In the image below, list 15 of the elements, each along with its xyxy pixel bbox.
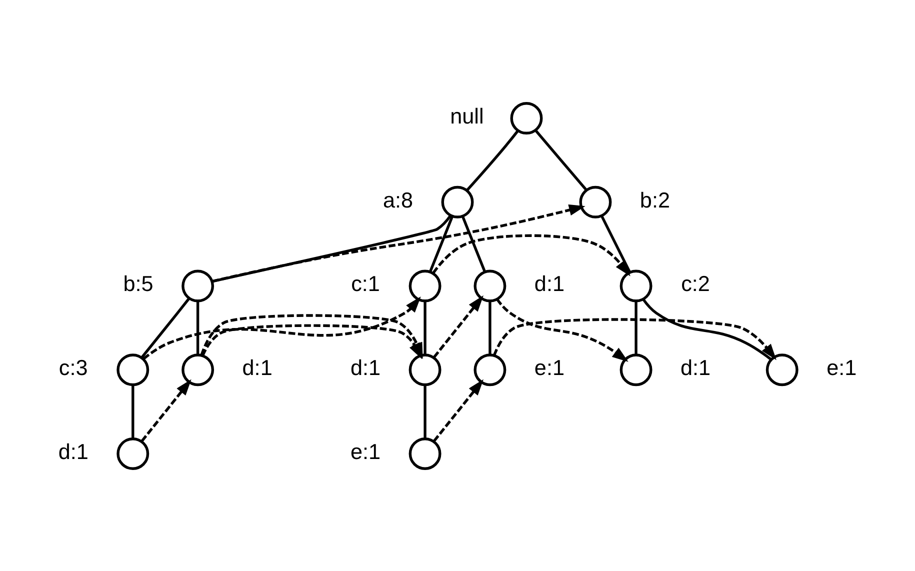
node-label: d:1	[680, 354, 711, 380]
node-label: d:1	[350, 354, 381, 380]
node-label: d:1	[58, 438, 88, 464]
node-label: d:1	[242, 354, 272, 380]
node-label: null	[450, 102, 484, 128]
node-label: c:3	[58, 354, 88, 380]
node-label: c:1	[351, 270, 380, 296]
node-label: d:1	[534, 270, 565, 296]
node-label: c:2	[681, 270, 710, 296]
node-label: e:1	[534, 354, 565, 380]
node-label: e:1	[350, 438, 381, 464]
node-label: e:1	[826, 354, 857, 380]
node-label: b:5	[123, 270, 154, 296]
node-label: b:2	[640, 186, 670, 212]
node-label: a:8	[382, 186, 414, 212]
